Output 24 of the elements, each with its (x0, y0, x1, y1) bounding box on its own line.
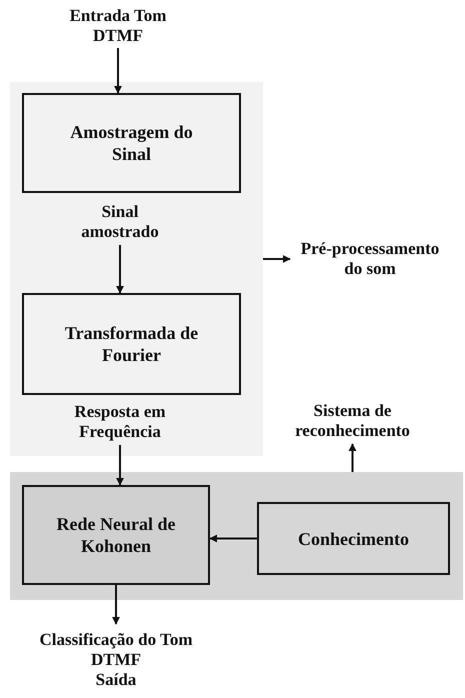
flow-label: Pré-processamento do som (300, 239, 440, 279)
process-box (257, 502, 450, 575)
box-label: Rede Neural de Kohonen (56, 513, 176, 557)
arrow (112, 585, 120, 625)
flow-label: Sistema de reconhecimento (294, 401, 411, 441)
box-label: Amostragem do Sinal (69, 121, 194, 165)
box-label: Transformada de Fourier (64, 322, 200, 366)
box-label: Conhecimento (298, 528, 409, 550)
process-box (22, 93, 241, 193)
flow-label: Entrada Tom DTMF (68, 6, 168, 46)
group-panel (10, 82, 263, 456)
arrow (116, 245, 124, 294)
flow-label: Sinal amostrado (80, 202, 160, 242)
process-box (22, 293, 241, 395)
process-box (22, 485, 210, 585)
arrow (116, 445, 124, 486)
arrow (114, 48, 122, 94)
arrow (348, 443, 356, 472)
arrow (263, 255, 291, 263)
flow-label: Resposta em Frequência (73, 402, 167, 442)
arrow (209, 534, 257, 542)
group-panel (10, 472, 463, 600)
flow-label: Saída (96, 670, 136, 690)
flow-label: Classificação do Tom DTMF (38, 630, 194, 670)
